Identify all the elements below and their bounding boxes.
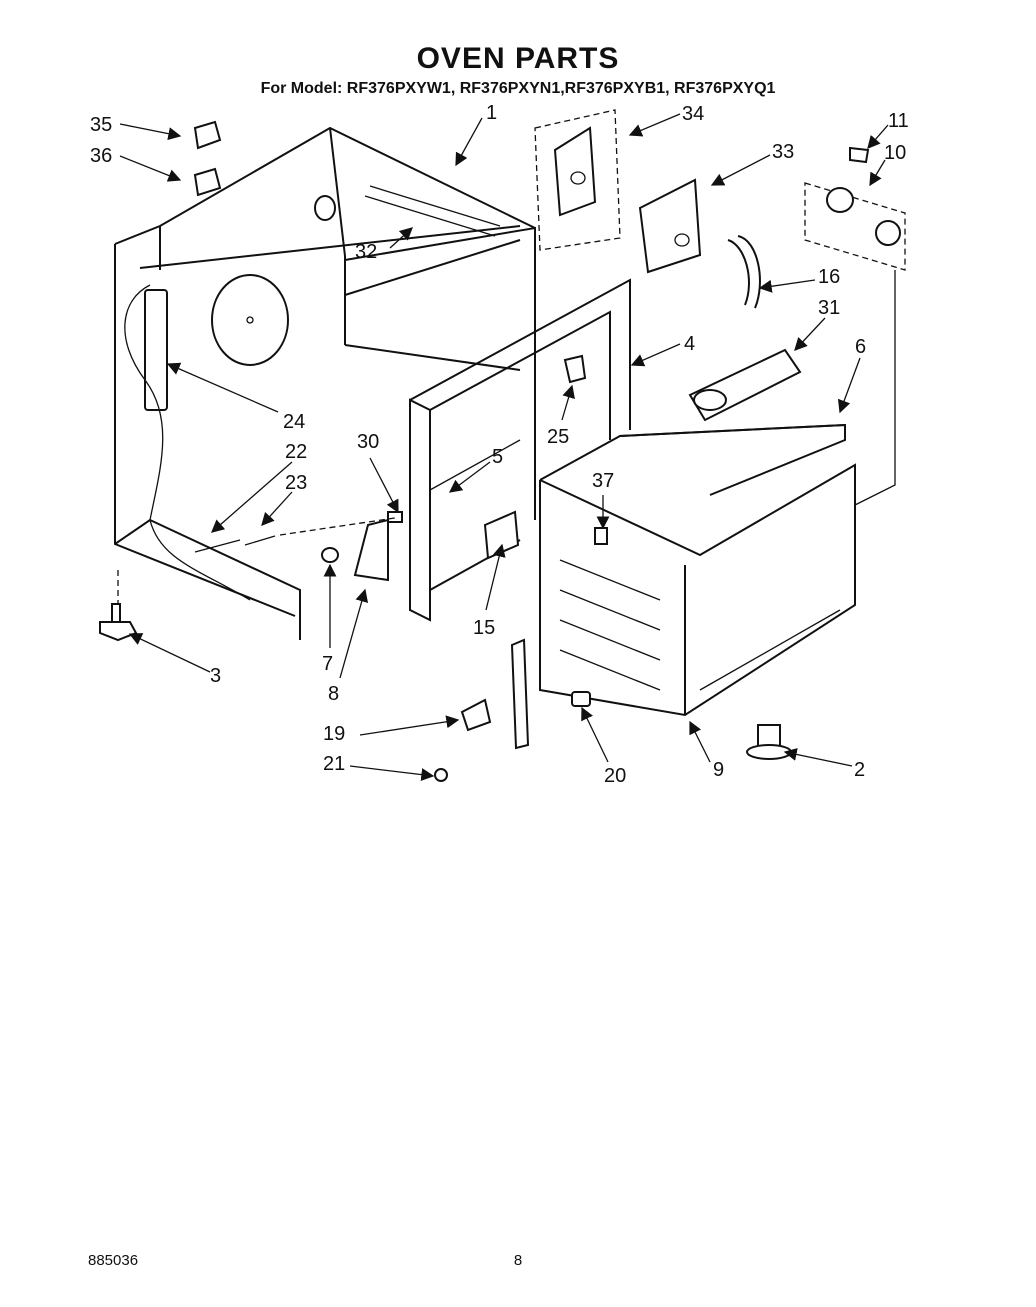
springs-22-23 [194, 535, 276, 553]
light-socket-10 [804, 182, 906, 271]
callout-1: 1 [486, 102, 497, 124]
callout-32: 32 [355, 241, 377, 263]
callout-8: 8 [328, 683, 339, 705]
callout-2: 2 [854, 759, 865, 781]
leg-cap-2 [746, 724, 792, 760]
page-title: OVEN PARTS [416, 42, 620, 75]
leader-lines [119, 113, 889, 782]
callout-16: 16 [818, 266, 840, 288]
oven-rack [539, 423, 856, 717]
hinge-19 [460, 638, 530, 750]
front-frame [409, 278, 631, 622]
document-number: 885036 [88, 1252, 139, 1269]
tube-16 [727, 235, 761, 309]
callout-3: 3 [210, 665, 221, 687]
ring-21 [434, 768, 448, 782]
burner-31 [688, 348, 802, 422]
callout-7: 7 [322, 653, 333, 675]
callout-15: 15 [473, 617, 495, 639]
clip-35 [193, 120, 222, 150]
clip-36 [193, 167, 222, 197]
bracket-34 [534, 109, 621, 251]
igniter-25 [563, 354, 587, 384]
model-list: For Model: RF376PXYW1, RF376PXYN1,RF376P… [260, 80, 776, 97]
callout-25: 25 [547, 426, 569, 448]
callout-20: 20 [604, 765, 626, 787]
wire-harness [124, 284, 251, 601]
callout-10: 10 [884, 142, 906, 164]
callout-24: 24 [283, 411, 305, 433]
callout-30: 30 [357, 431, 379, 453]
callout-33: 33 [772, 141, 794, 163]
leveling-leg-3 [99, 603, 138, 642]
callout-34: 34 [682, 103, 704, 125]
callout-36: 36 [90, 145, 112, 167]
nut-7 [321, 547, 339, 563]
callout-35: 35 [90, 114, 112, 136]
screw-20 [571, 691, 591, 707]
callout-6: 6 [855, 336, 866, 358]
callout-22: 22 [285, 441, 307, 463]
fan-disk [144, 195, 336, 411]
bracket-33 [638, 178, 702, 274]
callout-31: 31 [818, 297, 840, 319]
callout-23: 23 [285, 472, 307, 494]
callout-21: 21 [323, 753, 345, 775]
bracket-15 [483, 510, 520, 560]
callout-11: 11 [888, 110, 909, 132]
page-number: 8 [513, 1252, 523, 1269]
callout-19: 19 [323, 723, 345, 745]
alignment-line [854, 270, 896, 506]
parts-30 [387, 511, 403, 523]
bulb-11 [849, 146, 870, 164]
callout-9: 9 [713, 759, 724, 781]
callout-4: 4 [684, 333, 695, 355]
tab-37 [594, 527, 608, 545]
latch-8 [353, 518, 389, 582]
callout-5: 5 [492, 446, 503, 468]
callout-37: 37 [592, 470, 614, 492]
